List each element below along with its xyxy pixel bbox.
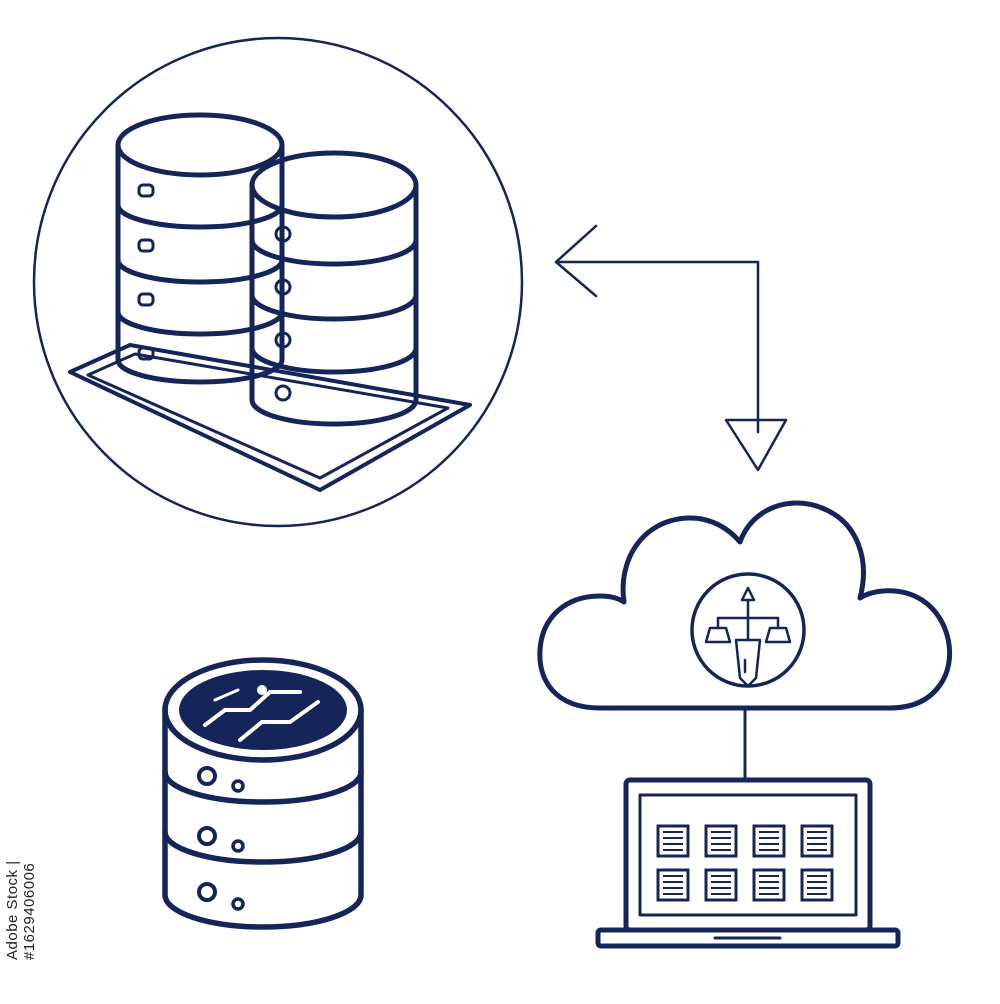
stock-id-label: Adobe Stock | #1629406006 — [4, 860, 38, 960]
laptop-icon — [595, 777, 901, 949]
enclosing-circle — [32, 36, 524, 528]
led-indicator — [274, 225, 292, 243]
status-led — [197, 766, 217, 786]
network-hierarchy-icon — [704, 586, 792, 688]
database-stack-icon — [32, 36, 524, 528]
down-arrowhead — [724, 418, 788, 472]
screen-tile — [800, 824, 834, 858]
led-indicator — [274, 331, 292, 349]
circuit-pattern — [203, 685, 320, 742]
laptop-screen — [638, 793, 858, 917]
status-led — [231, 839, 245, 853]
database-server-icon — [162, 657, 364, 930]
screen-tile — [704, 868, 738, 902]
screen-tile — [656, 868, 690, 902]
elbow-arrow-icon — [554, 224, 788, 472]
left-cylinder-stack — [115, 112, 285, 385]
screen-tile — [656, 824, 690, 858]
led-indicator — [137, 292, 155, 307]
status-led — [231, 779, 245, 793]
status-led — [231, 897, 245, 911]
cloud-network-icon — [537, 500, 953, 782]
led-indicator — [137, 183, 155, 198]
laptop-base — [595, 927, 901, 949]
status-led — [197, 826, 217, 846]
database-top-inner — [179, 670, 347, 750]
led-indicator — [137, 238, 155, 253]
screen-tiles — [656, 824, 834, 902]
status-led — [197, 882, 217, 902]
screen-tile — [800, 868, 834, 902]
screen-tile — [752, 868, 786, 902]
led-indicator — [137, 346, 155, 361]
database-top — [162, 657, 364, 763]
left-arrowhead — [554, 224, 598, 298]
right-cylinder-stack — [249, 150, 419, 427]
screen-tile — [752, 824, 786, 858]
led-indicator — [274, 278, 292, 296]
led-indicator — [274, 384, 292, 402]
screen-tile — [704, 824, 738, 858]
